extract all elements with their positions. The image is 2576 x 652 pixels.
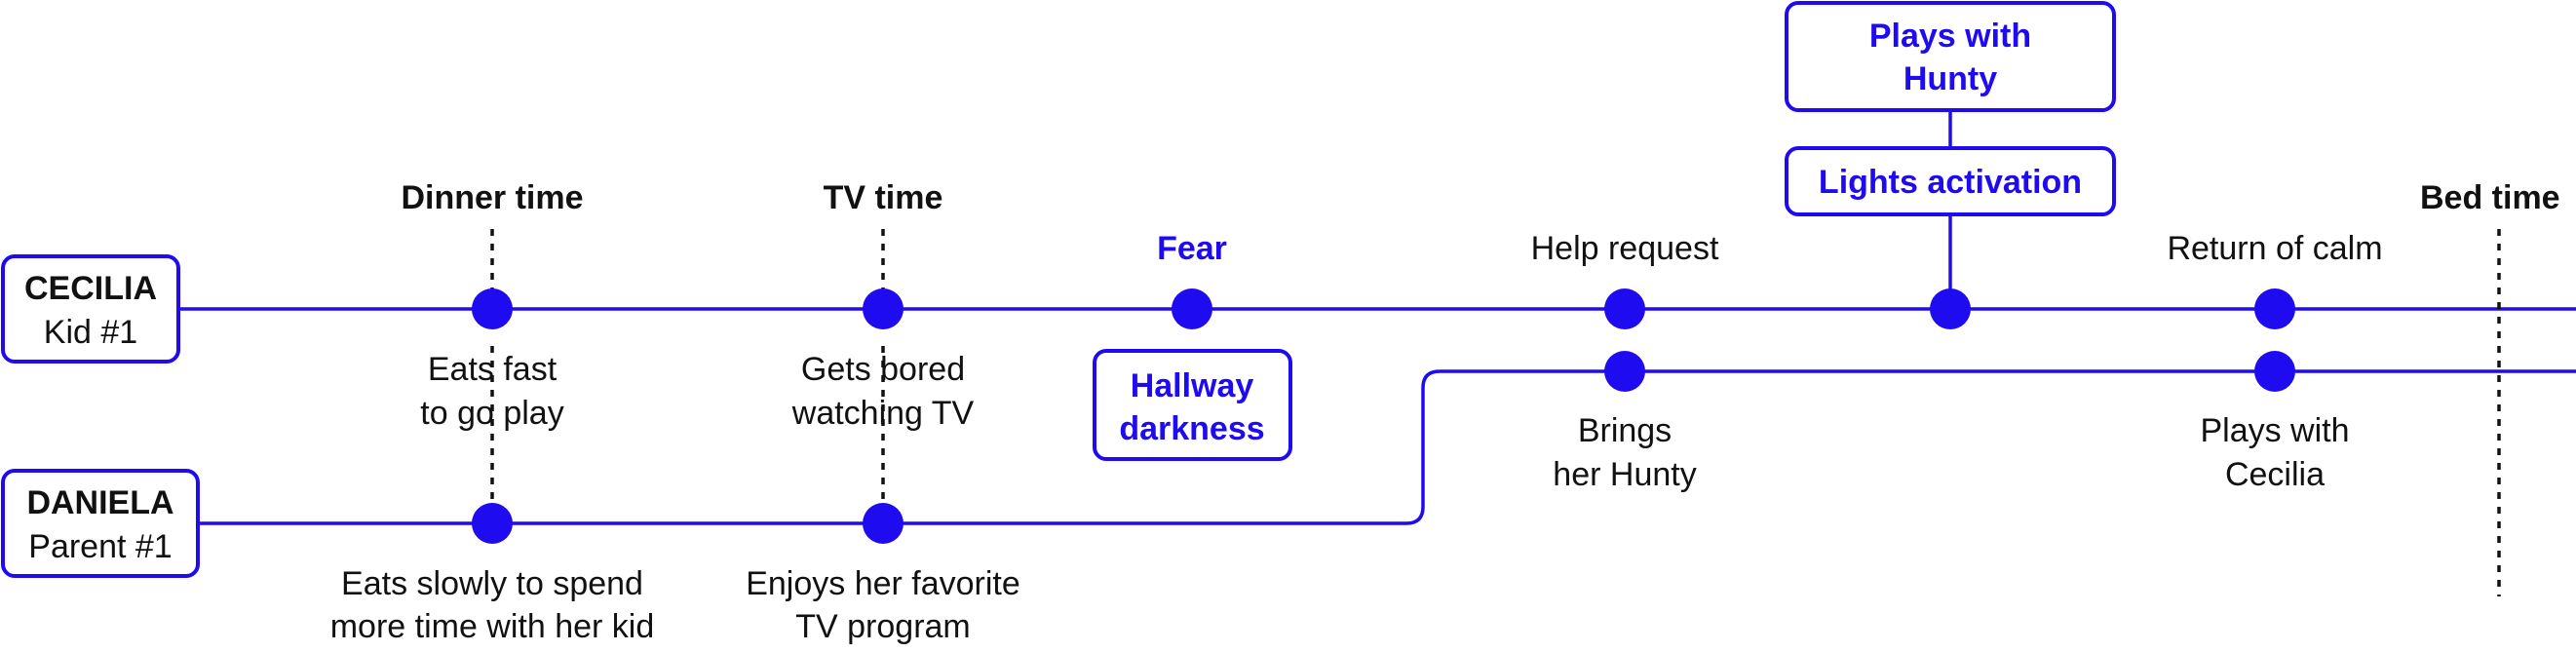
note-brings-hunty-line-1: Brings [1578,412,1672,449]
daniela-lane-line [198,369,2576,525]
note-plays-cecilia-line-1: Plays with [2200,412,2349,449]
note-enjoys-tv: Enjoys her favorite TV program [746,565,1020,645]
note-bored-line-2: watching TV [791,395,975,432]
note-eats-slowly-line-2: more time with her kid [330,608,655,645]
event-label-fear: Fear [1157,230,1227,267]
note-bored: Gets bored watching TV [791,351,975,432]
node-daniela-tv [863,503,904,544]
node-daniela-calm [2254,351,2295,392]
person-daniela-role: Parent #1 [28,528,172,565]
note-brings-hunty-line-2: her Hunty [1553,456,1696,493]
note-bored-line-1: Gets bored [801,351,965,388]
daniela-lane [198,369,2576,525]
node-cecilia-tv [863,288,904,329]
person-cecilia-box [1,254,180,364]
event-label-help: Help request [1531,230,1719,267]
trigger-plays-hunty-box [1785,1,2116,112]
note-plays-cecilia-line-2: Cecilia [2225,456,2325,493]
note-eats-slowly: Eats slowly to spend more time with her … [330,565,655,645]
note-brings-hunty: Brings her Hunty [1553,412,1696,493]
event-label-calm: Return of calm [2167,230,2382,267]
moment-label-tv: TV time [824,179,943,216]
note-eats-fast-line-1: Eats fast [428,351,557,388]
trigger-hallway-box [1093,349,1292,461]
person-daniela-box [1,469,200,578]
trigger-hallway-line-2: darkness [1119,410,1264,447]
moment-label-dinner: Dinner time [401,179,583,216]
note-enjoys-tv-line-2: TV program [795,608,971,645]
person-daniela-name: DANIELA [26,484,173,521]
node-daniela-help [1604,351,1645,392]
trigger-hallway: Hallway darkness [1093,349,1292,461]
trigger-hallway-line-1: Hallway [1131,367,1254,404]
node-cecilia-fear [1172,288,1212,329]
trigger-plays-hunty-line-2: Hunty [1903,60,1997,97]
person-cecilia-role: Kid #1 [44,314,137,351]
node-daniela-dinner [472,503,513,544]
trigger-plays-hunty-line-1: Plays with [1869,18,2031,55]
trigger-plays-hunty: Plays with Hunty [1785,1,2116,112]
node-cecilia-help [1604,288,1645,329]
node-cecilia-calm [2254,288,2295,329]
note-plays-cecilia: Plays with Cecilia [2200,412,2349,493]
note-enjoys-tv-line-1: Enjoys her favorite [746,565,1020,602]
trigger-lights: Lights activation [1785,146,2116,216]
trigger-lights-box [1785,146,2116,216]
node-cecilia-lights [1930,288,1971,329]
moment-label-bed: Bed time [2420,179,2560,216]
note-eats-slowly-line-1: Eats slowly to spend [341,565,643,602]
node-cecilia-dinner [472,288,513,329]
person-cecilia: CECILIA Kid #1 [1,254,180,364]
trigger-lights-line-1: Lights activation [1819,164,2082,201]
person-cecilia-name: CECILIA [24,270,157,307]
note-eats-fast-line-2: to go play [420,395,563,432]
note-eats-fast: Eats fast to go play [420,351,563,432]
person-daniela: DANIELA Parent #1 [1,469,200,578]
